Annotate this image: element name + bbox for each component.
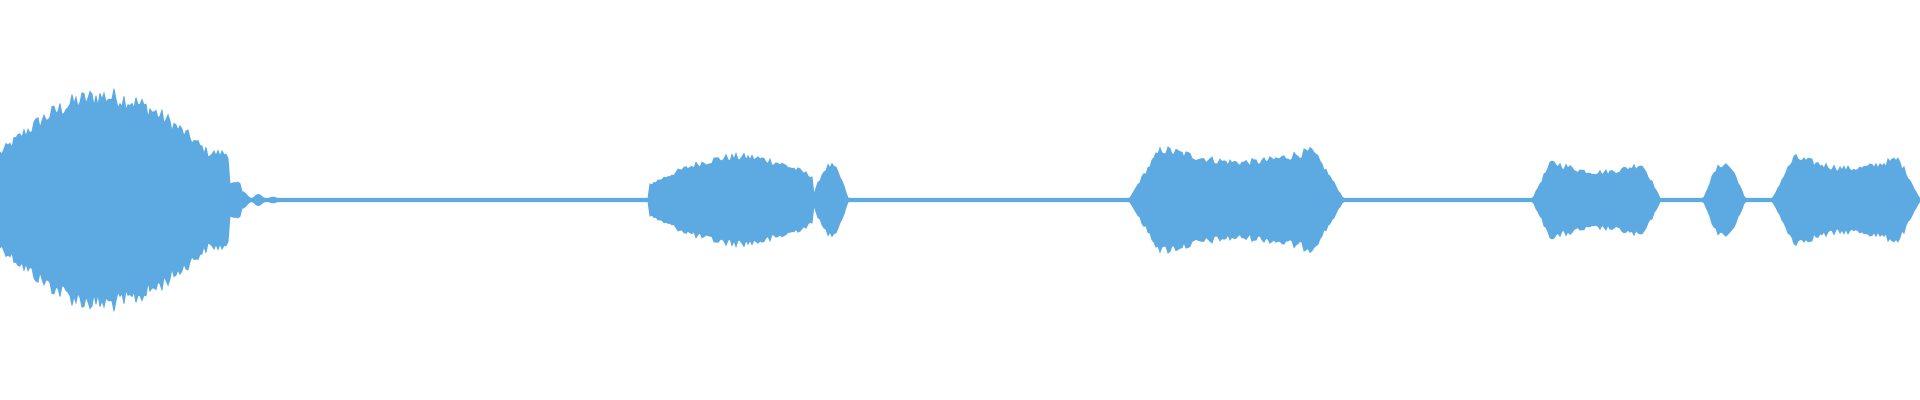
waveform-envelope <box>0 88 1920 312</box>
